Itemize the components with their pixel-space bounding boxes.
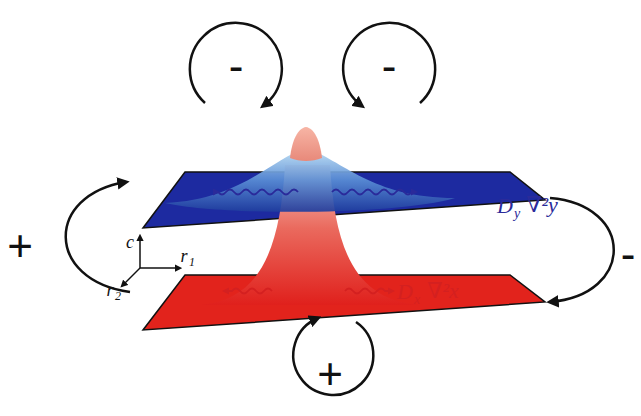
axis-subscript: 2 [115, 290, 121, 302]
axis-subscript: 1 [189, 256, 195, 268]
axis-label: r [180, 247, 187, 265]
diffusion-subscript: x [414, 293, 420, 307]
diffusion-subscript: y [514, 207, 520, 221]
laplacian-term: ∇²y [526, 194, 558, 216]
laplacian-term: ∇²x [427, 280, 459, 302]
sign-plus: + [317, 352, 343, 396]
sign-minus: - [382, 44, 397, 88]
axis-label: r [106, 281, 113, 299]
sign-minus: - [229, 44, 244, 88]
diffusion-symbol: D [497, 195, 513, 217]
sign-minus: - [621, 232, 636, 276]
axis-label: c [126, 233, 134, 251]
sign-plus: + [7, 224, 33, 268]
diffusion-symbol: D [397, 281, 413, 303]
